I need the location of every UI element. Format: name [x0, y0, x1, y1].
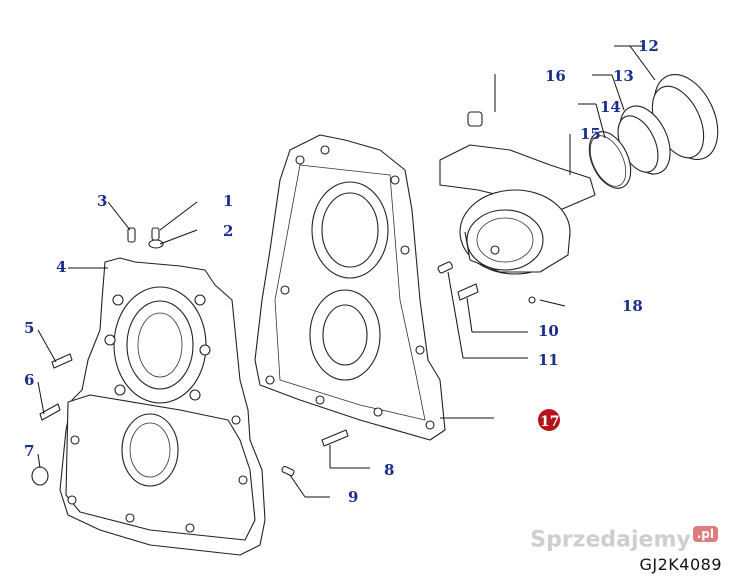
- watermark-badge: .pl: [692, 525, 718, 542]
- intermediate-housing-plate: [254, 134, 446, 441]
- callout-15: 15: [580, 125, 601, 143]
- bolt-5: [51, 353, 73, 369]
- callout-16: 16: [545, 67, 566, 85]
- watermark: Sprzedajemy.pl: [530, 525, 718, 552]
- callout-10: 10: [538, 322, 559, 340]
- callout-6: 6: [24, 371, 34, 389]
- watermark-text: Sprzedajemy: [530, 527, 691, 552]
- callout-17-badge: [538, 409, 560, 431]
- bolt-6: [39, 403, 61, 421]
- callout-13: 13: [613, 67, 634, 85]
- callout-7: 7: [24, 442, 34, 460]
- pin-11: [437, 261, 453, 274]
- callout-17-highlighted: 17: [538, 409, 560, 431]
- bearing-support-bracket: [439, 111, 596, 304]
- drawing-code: GJ2K4089: [639, 555, 722, 574]
- pin-9: [281, 465, 295, 477]
- callout-1: 1: [223, 192, 233, 210]
- callout-9: 9: [348, 488, 358, 506]
- callout-3: 3: [97, 192, 107, 210]
- callout-5: 5: [24, 319, 34, 337]
- callout-8: 8: [384, 461, 394, 479]
- callout-17: 17: [540, 414, 559, 430]
- callout-14: 14: [600, 98, 621, 116]
- callout-11: 11: [538, 351, 559, 369]
- bearing-ring-set: [588, 73, 719, 189]
- leader-lines: [37, 45, 656, 498]
- bolt-3: [127, 227, 136, 243]
- callout-18: 18: [622, 297, 643, 315]
- bolt-2: [148, 227, 164, 249]
- callout-4: 4: [56, 258, 66, 276]
- plug-7: [31, 466, 49, 486]
- callout-12: 12: [638, 37, 659, 55]
- callout-2: 2: [223, 222, 233, 240]
- front-cover-housing: [59, 257, 266, 556]
- bolt-10: [457, 283, 479, 301]
- bolt-8: [321, 429, 349, 447]
